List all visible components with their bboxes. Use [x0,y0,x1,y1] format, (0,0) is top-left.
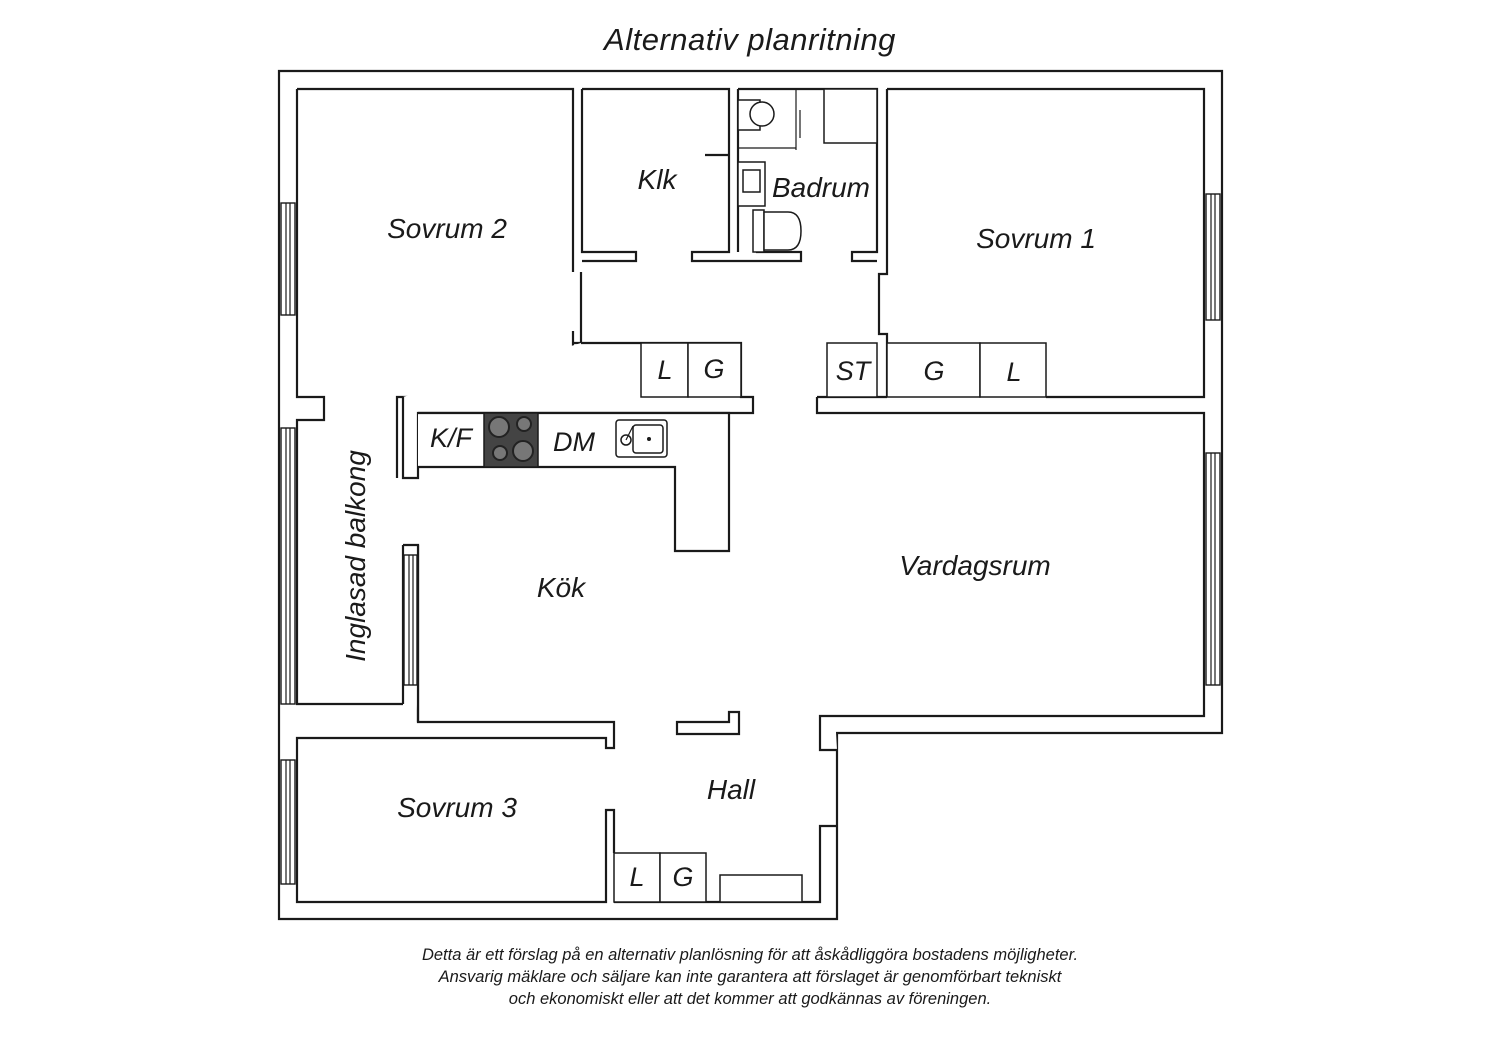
hall-stub [675,710,741,736]
disclaimer-line: Detta är ett förslag på en alternativ pl… [421,946,1079,964]
label-hall: Hall [707,774,756,805]
label-dm: DM [553,427,595,457]
wall-sovrum-2 [295,87,583,706]
stove-burner [492,445,508,461]
disclaimer-line: Ansvarig mäklare och säljare kan inte ga… [438,968,1062,986]
sink-faucet [625,425,634,441]
stove-burner [512,440,534,462]
wall-klk [580,87,803,263]
label-sovrum-1: Sovrum 1 [976,223,1096,254]
wardrobe-g-hall [659,852,707,903]
label-wardrobe-l: L [629,862,644,892]
label-kf: K/F [430,423,474,453]
wall-sovrum-1 [815,87,1206,752]
stove-burner [516,416,532,432]
sink-drain [647,437,651,441]
disclaimer: Detta är ett förslag på en alternativ pl… [0,944,1500,1010]
label-klk: Klk [638,164,679,195]
label-sovrum-2: Sovrum 2 [387,213,507,244]
windows [280,193,1221,885]
label-balkong: Inglasad balkong [340,450,371,662]
closet-st [826,342,878,398]
plan-title: Alternativ planritning [604,22,896,57]
label-wardrobe-g: G [923,356,944,386]
wardrobe-g-sovrum1 [886,342,981,398]
label-wardrobe-l: L [1006,357,1021,387]
disclaimer-line: och ekonomiskt eller att det kommer att … [508,990,992,1008]
label-wardrobe-g: G [672,862,693,892]
label-badrum: Badrum [772,172,870,203]
wall-hall [295,545,616,904]
tm-cabinet [823,88,878,144]
stove-burner [488,416,510,438]
label-wardrobe-g: G [703,354,724,384]
label-kok: Kök [537,572,587,603]
wardrobe-l-sovrum2 [640,342,689,398]
wardrobe-g-sovrum2 [687,342,742,398]
label-vardagsrum: Vardagsrum [899,550,1050,581]
label-st: ST [836,356,873,386]
label-wardrobe-l: L [657,355,672,385]
wardrobe-l-sovrum1 [979,342,1047,398]
label-sovrum-3: Sovrum 3 [397,792,517,823]
bathroom-fixtures [737,89,802,253]
hall-bench [719,874,803,903]
